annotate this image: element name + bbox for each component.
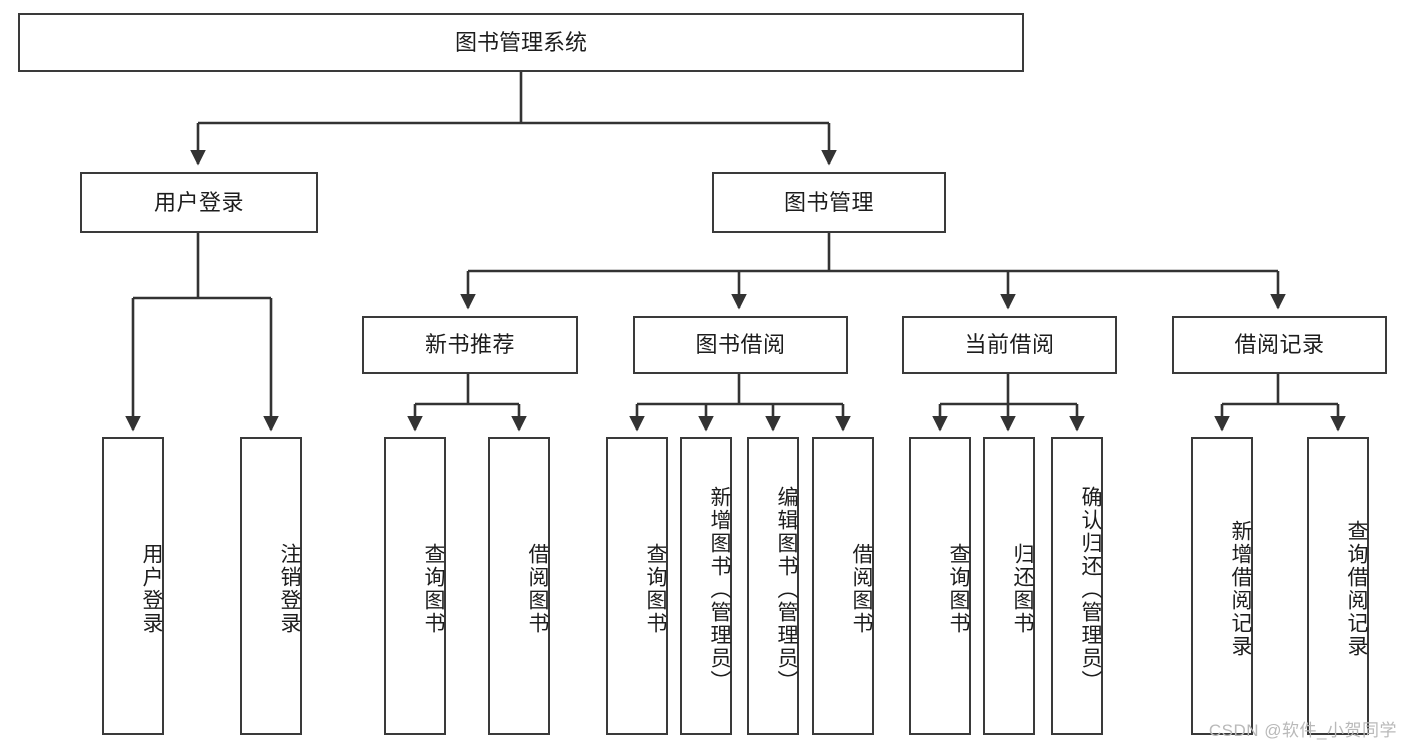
leaf-label: 确认归还（管理员） xyxy=(1079,485,1102,693)
leaf-label: 查询图书 xyxy=(644,543,667,635)
leaf-book-borrow-edit[interactable]: 编辑图书（管理员） xyxy=(747,437,799,735)
node-root-system[interactable]: 图书管理系统 xyxy=(18,13,1024,72)
leaf-user-login-logout[interactable]: 注销登录 xyxy=(240,437,302,735)
leaf-label: 用户登录 xyxy=(140,543,163,635)
leaf-label: 新增图书（管理员） xyxy=(708,485,731,693)
leaf-current-borrow-return[interactable]: 归还图书 xyxy=(983,437,1035,735)
leaf-current-borrow-query[interactable]: 查询图书 xyxy=(909,437,971,735)
leaf-label: 借阅图书 xyxy=(526,543,549,635)
node-book-borrow[interactable]: 图书借阅 xyxy=(633,316,848,374)
node-new-book-recommend[interactable]: 新书推荐 xyxy=(362,316,578,374)
leaf-new-book-query[interactable]: 查询图书 xyxy=(384,437,446,735)
node-user-login[interactable]: 用户登录 xyxy=(80,172,318,233)
leaf-book-borrow-add[interactable]: 新增图书（管理员） xyxy=(680,437,732,735)
leaf-label: 查询图书 xyxy=(947,543,970,635)
leaf-label: 编辑图书（管理员） xyxy=(775,485,798,693)
leaf-book-borrow-query[interactable]: 查询图书 xyxy=(606,437,668,735)
node-current-borrow[interactable]: 当前借阅 xyxy=(902,316,1117,374)
leaf-new-book-borrow[interactable]: 借阅图书 xyxy=(488,437,550,735)
leaf-book-borrow-borrow[interactable]: 借阅图书 xyxy=(812,437,874,735)
leaf-user-login-login[interactable]: 用户登录 xyxy=(102,437,164,735)
leaf-borrow-record-query[interactable]: 查询借阅记录 xyxy=(1307,437,1369,735)
leaf-label: 借阅图书 xyxy=(850,543,873,635)
leaf-label: 新增借阅记录 xyxy=(1229,520,1252,658)
leaf-current-borrow-confirm[interactable]: 确认归还（管理员） xyxy=(1051,437,1103,735)
leaf-label: 查询图书 xyxy=(422,543,445,635)
node-book-management[interactable]: 图书管理 xyxy=(712,172,946,233)
leaf-borrow-record-add[interactable]: 新增借阅记录 xyxy=(1191,437,1253,735)
node-borrow-record[interactable]: 借阅记录 xyxy=(1172,316,1387,374)
leaf-label: 查询借阅记录 xyxy=(1345,520,1368,658)
leaf-label: 归还图书 xyxy=(1011,543,1034,635)
leaf-label: 注销登录 xyxy=(278,543,301,635)
